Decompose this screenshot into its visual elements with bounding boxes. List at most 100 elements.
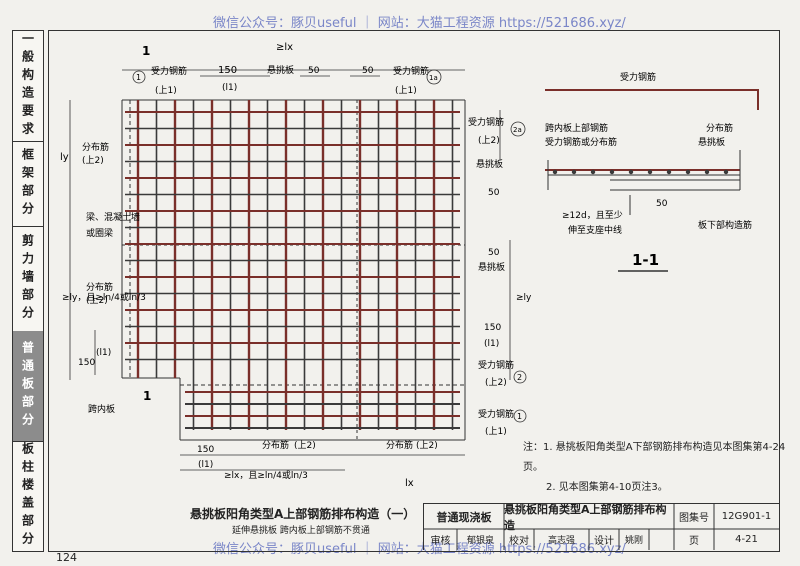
section-rebar-dot xyxy=(647,169,653,175)
caption-main: 悬挑板阳角类型A上部钢筋排布构造（一） xyxy=(190,507,416,521)
sec-dist-bar: 分布筋 xyxy=(706,122,733,134)
dim-50-top-b: 50 xyxy=(362,66,374,76)
dim-l1-left: (l1) xyxy=(96,348,111,358)
main-bar-right-1: 受力钢筋 xyxy=(478,408,514,420)
main-bar-right-2a-sub: (上2) xyxy=(478,135,500,146)
dim-l1-top: (l1) xyxy=(222,83,237,93)
section-mark-top: 1 xyxy=(142,44,150,58)
section-rebar-dot xyxy=(704,169,710,175)
sec-title: 1-1 xyxy=(632,251,659,269)
sec-dim-50: 50 xyxy=(656,199,668,209)
section-dots xyxy=(552,169,729,175)
sec-bottom-bar: 板下部构造筋 xyxy=(698,219,752,231)
dim-l1-bottom: (l1) xyxy=(198,460,213,470)
side-tabs: 一般构造要求 框架部分 剪力墙部分 普通板部分 板柱楼盖部分 xyxy=(12,30,44,552)
main-bar-right-2: 受力钢筋 xyxy=(478,359,514,371)
main-bar-right-1-sub: (上1) xyxy=(485,426,507,437)
sec-main-bar: 受力钢筋 xyxy=(620,71,656,83)
tab-ordinary-slab[interactable]: 普通板部分 xyxy=(13,331,43,442)
tab-slab-column[interactable]: 板柱楼盖部分 xyxy=(20,442,35,550)
main-bar-right-2-sub: (上2) xyxy=(485,377,507,388)
ly-left: ly xyxy=(60,152,69,163)
tb-title: 悬挑板阳角类型A上部钢筋排布构造 xyxy=(504,502,667,532)
main-bar-top-left-sub: (上1) xyxy=(155,85,177,96)
notes-prefix: 注： xyxy=(523,442,543,453)
dist-bar-left2: 分布筋 xyxy=(86,281,113,293)
sec-inner-top-2: 受力钢筋或分布筋 xyxy=(545,136,617,148)
dist-bar-left-sub: (上2) xyxy=(82,155,104,166)
dist-bar-bottom: 分布筋 xyxy=(262,439,289,451)
section-rebar-dot xyxy=(609,169,615,175)
circle-1: 1 xyxy=(136,73,141,82)
tb-check-name: 高志强 xyxy=(547,536,575,546)
section-rebar-dot xyxy=(685,169,691,175)
dim-150-right: 150 xyxy=(484,323,501,333)
sec-cantilever: 悬挑板 xyxy=(698,136,725,148)
main-bar-right-2a: 受力钢筋 xyxy=(468,116,504,128)
slab-outline xyxy=(121,99,466,441)
caption-sub: 延伸悬挑板 跨内板上部钢筋不贯通 xyxy=(232,526,370,536)
tb-page-no: 4-21 xyxy=(735,534,758,545)
main-bar-top-left: 受力钢筋 xyxy=(151,65,187,77)
tab-frame[interactable]: 框架部分 xyxy=(13,141,43,227)
lx-top: ≥lx xyxy=(276,42,293,53)
dim-150-left: 150 xyxy=(78,358,95,368)
dist-bar-bottom-right: 分布筋 xyxy=(386,439,413,451)
horizontal-rebars xyxy=(125,111,460,429)
tb-check-label: 校对 xyxy=(509,536,529,547)
cantilever-right: 悬挑板 xyxy=(476,158,503,170)
inner-span-label: 跨内板 xyxy=(88,403,115,415)
circle-2: 2 xyxy=(517,373,522,382)
vertical-rebars xyxy=(136,100,454,430)
tab-general-requirements[interactable]: 一般构造要求 xyxy=(13,31,43,142)
tb-category: 普通现浇板 xyxy=(436,510,492,524)
watermark-bottom: 微信公众号：豚贝useful ｜ 网站：大猫工程资源 https://52168… xyxy=(213,542,626,557)
ly-right: ≥ly xyxy=(516,293,532,303)
watermark-top: 微信公众号：豚贝useful ｜ 网站：大猫工程资源 https://52168… xyxy=(213,16,626,31)
tb-review-label: 审核 xyxy=(430,536,451,547)
title-block: 普通现浇板 悬挑板阳角类型A上部钢筋排布构造 图集号 12G901-1 审核 郁… xyxy=(423,503,779,550)
section-rebar-dot xyxy=(723,169,729,175)
section-rebar-dot xyxy=(666,169,672,175)
dist-bar-bottom-right-sub: (上2) xyxy=(416,440,438,451)
beam-wall-label-1: 梁、混凝土墙 xyxy=(86,211,140,223)
section-mark-bottom: 1 xyxy=(143,389,151,403)
page-number: 124 xyxy=(56,551,77,564)
dist-bar-left: 分布筋 xyxy=(82,141,109,153)
sec-anchor-2: 伸至支座中线 xyxy=(568,224,622,236)
tb-atlas-no: 12G901-1 xyxy=(721,511,772,522)
dim-l1-right: (l1) xyxy=(484,339,499,349)
tb-page-label: 页 xyxy=(689,536,699,547)
circle-2a: 2a xyxy=(513,126,522,134)
cantilever-label: 悬挑板 xyxy=(267,64,294,76)
circle-1a: 1a xyxy=(429,74,438,82)
dim-50-right-a: 50 xyxy=(488,188,500,198)
sec-inner-top: 跨内板上部钢筋 xyxy=(545,122,608,134)
section-rebar-dot xyxy=(628,169,634,175)
tb-design-label: 设计 xyxy=(594,536,614,547)
note-2: 2. 见本图集第4-10页注3。 xyxy=(546,482,668,493)
left-dim-label: ≥ly，且≥ln/4或ln/3 xyxy=(62,291,146,303)
section-rebar-dot xyxy=(571,169,577,175)
dim-150-bottom: 150 xyxy=(197,445,214,455)
drawing-frame xyxy=(48,30,780,552)
tb-review-name: 郁银泉 xyxy=(466,536,494,546)
circle-1b: 1 xyxy=(517,412,522,421)
notes: 注：1. 悬挑板阳角类型A下部钢筋排布构造见本图集第4-24页。 2. 见本图集… xyxy=(523,438,800,498)
main-bar-top-right-sub: (上1) xyxy=(395,85,417,96)
section-rebar-dot xyxy=(590,169,596,175)
beam-wall-label-2: 或圈梁 xyxy=(86,227,113,239)
bottom-dim-label: ≥lx，且≥ln/4或ln/3 xyxy=(224,469,308,481)
dim-50-top-a: 50 xyxy=(308,66,320,76)
dim-50-right-b: 50 xyxy=(488,248,500,258)
tb-design-name: 姚刚 xyxy=(624,536,643,546)
note-1: 1. 悬挑板阳角类型A下部钢筋排布构造见本图集第4-24页。 xyxy=(523,442,786,473)
sec-anchor-1: ≥12d，且至少 xyxy=(562,210,623,221)
tb-atlas-label: 图集号 xyxy=(679,513,709,524)
main-bar-top-right: 受力钢筋 xyxy=(393,65,429,77)
section-1-1 xyxy=(545,89,759,215)
lx-bottom: lx xyxy=(405,478,414,489)
cantilever-right-b: 悬挑板 xyxy=(478,261,505,273)
dist-bar-bottom-sub: (上2) xyxy=(294,440,316,451)
